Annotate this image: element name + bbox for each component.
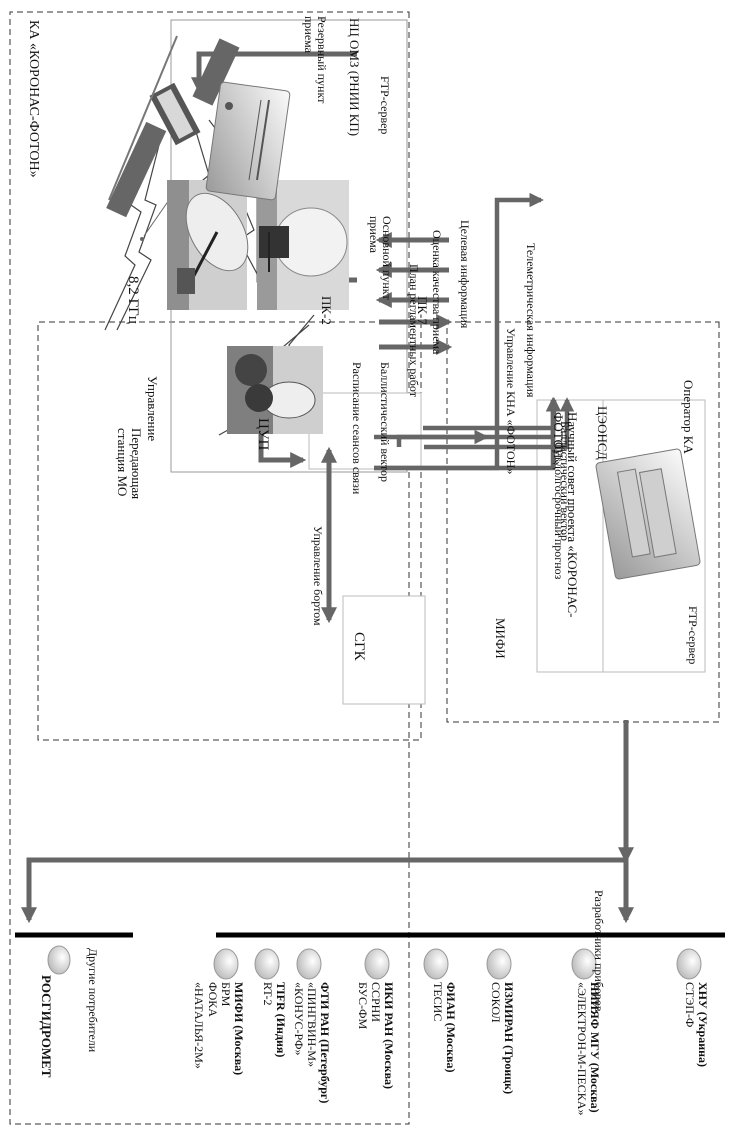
reserve-point-line1: Резервный пункт	[315, 16, 329, 104]
consumer-org: ХНУ (Украина)	[696, 982, 710, 1068]
plan-label: План регламентных работ	[407, 264, 421, 397]
antenna-pk7-icon	[167, 180, 249, 310]
instrument-name: «НАТАЛЬЯ-2М»	[192, 982, 207, 1069]
consumer-group: ФТИ РАН (Петербург) «ПИНГВИН-М» «КОНУС-Р…	[291, 982, 332, 1104]
control-link-label: Управление	[145, 376, 160, 442]
person-icons	[47, 945, 702, 980]
consumer-org: ИКИ РАН (Москва)	[382, 982, 396, 1090]
mifi-center-box	[536, 399, 706, 673]
council-line2: ФОТОН»	[550, 412, 566, 465]
instrument-name: ССРНИ	[368, 982, 383, 1023]
person-icon	[423, 948, 449, 980]
consumer-org: ИЗМИРАН (Троицк)	[502, 982, 516, 1095]
person-icon	[676, 948, 702, 980]
roshydromet-label: РОСГИДРОМЕТ	[39, 975, 54, 1078]
mifi-title: МИФИ	[493, 618, 508, 659]
instrument-name: БУС-ФМ	[355, 982, 370, 1030]
instrument-name: БРМ	[218, 982, 233, 1007]
nc-region-box	[9, 11, 410, 1125]
nc-center-label: НЦ ОМЗ (РНИИ КП)	[347, 18, 362, 137]
satellite-label: КА «КОРОНАС-ФОТОН»	[26, 20, 41, 178]
mo-region-box	[37, 321, 422, 741]
quality-label: Оценка качества приема	[430, 230, 444, 355]
station-line2: станция МО	[114, 428, 130, 497]
station-mo-photo	[227, 346, 323, 434]
consumer-group: ИКИ РАН (Москва) ССРНИ БУС-ФМ	[355, 982, 396, 1090]
antenna-pk2-icon	[257, 180, 349, 310]
instrument-name: «ПИНГВИН-М»	[304, 982, 319, 1067]
sgk-label: СГК	[351, 632, 367, 661]
mifi-ftp-label: FTP-сервер	[686, 606, 700, 665]
instrument-name: «КОНУС-РФ»	[291, 982, 306, 1056]
nc-ftp-label: FTP-сервер	[378, 76, 392, 135]
council-label: Научный совет проекта «КОРОНАС-ФОТОН»	[550, 412, 580, 618]
pk2-label: ПК-2	[319, 296, 334, 325]
consumer-org: ФТИ РАН (Петербург)	[318, 982, 332, 1104]
consumer-group: МИФИ (Москва) БРМ ФОКА «НАТАЛЬЯ-2М»	[192, 982, 246, 1076]
person-icon	[364, 948, 390, 980]
frequency-label: 8,2 ГГц	[125, 276, 141, 324]
instrument-name: ТЕСИС	[430, 982, 445, 1022]
other-consumers-label: Другие потребители	[86, 948, 100, 1053]
ballistic-nc-label: Баллистический вектор	[378, 362, 392, 483]
consumer-org: ФИАН (Москва)	[444, 982, 458, 1073]
mifi-region-box	[446, 321, 720, 723]
mifi-ftp-server-icon	[595, 448, 701, 580]
ballistic-tsup-arrow	[423, 397, 562, 431]
operator-center-label: ЦЭОНСД	[595, 406, 610, 460]
instrument-name: ФОКА	[205, 982, 220, 1017]
main-point-line2: приема	[366, 216, 381, 254]
person-icon	[254, 948, 280, 980]
instrument-name: СОКОЛ	[488, 982, 503, 1023]
person-icon	[213, 948, 239, 980]
consumer-group: ФИАН (Москва) ТЕСИС	[430, 982, 458, 1073]
to-consumers-arrow	[20, 857, 626, 924]
consumer-org: НИИЯФ МГУ (Москва)	[588, 982, 602, 1113]
consumer-org: TIFR (Индия)	[274, 982, 288, 1058]
sgk-box	[342, 595, 426, 705]
operator-label: Оператор КА	[681, 380, 696, 454]
consumer-group: НИИЯФ МГУ (Москва) «ЭЛЕКТРОН-М-ПЕСКА»	[574, 982, 602, 1116]
main-point-line1: Основной пункт	[380, 216, 394, 300]
board-control-label: Управление бортом	[311, 526, 325, 626]
daily-forecast-arrow	[424, 397, 575, 450]
kna-control-label: Управление КНА «ФОТОН»	[504, 328, 518, 475]
person-icon	[296, 948, 322, 980]
telemetry-label: Телеметрическая информация	[524, 243, 538, 398]
link-to-pk7	[116, 144, 160, 331]
instrument-name: СТЭП-Ф	[682, 982, 697, 1028]
schedule-label: Расписание сеансов связи	[350, 362, 364, 495]
person-icon	[47, 945, 71, 975]
consumer-group: TIFR (Индия) RT-2	[260, 982, 288, 1058]
nc-ftp-server-icon	[205, 81, 291, 201]
kna-arrow-to-council	[374, 397, 561, 440]
consumer-group: ХНУ (Украина) СТЭП-Ф	[682, 982, 710, 1068]
station-line1: Передающая	[129, 428, 144, 500]
tsup-box	[308, 392, 422, 470]
council-line1: Научный совет проекта «КОРОНАС-	[565, 412, 580, 618]
satellite-icon	[106, 35, 240, 241]
reserve-to-ftp-arrow	[190, 51, 357, 94]
instrument-name: RT-2	[260, 982, 275, 1006]
tsup-label: ЦУП	[255, 418, 271, 451]
person-icon	[571, 948, 597, 980]
consumer-org: МИФИ (Москва)	[232, 982, 246, 1076]
instrument-name: «ЭЛЕКТРОН-М-ПЕСКА»	[574, 982, 589, 1116]
person-icon	[486, 948, 512, 980]
consumer-group: ИЗМИРАН (Троицк) СОКОЛ	[488, 982, 516, 1095]
reserve-point-line2: приема	[301, 16, 316, 54]
target-label: Целевая информация	[458, 220, 472, 329]
